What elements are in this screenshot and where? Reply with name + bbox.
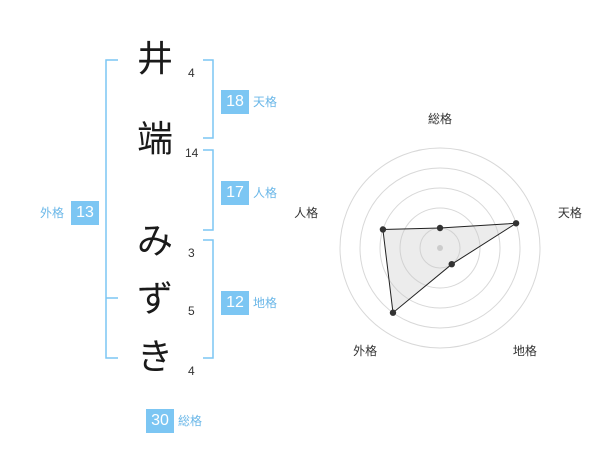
radar-point-4 xyxy=(389,309,397,316)
soukaku-badge: 30 xyxy=(146,409,174,433)
jinkaku-label: 人格 xyxy=(253,186,278,200)
tenkaku-badge: 18 xyxy=(221,90,249,114)
radar-ring-2 xyxy=(399,207,481,289)
gaikaku-badge: 13 xyxy=(71,201,99,225)
radar-rings xyxy=(339,147,541,349)
radar-axis-label-5: 人格 xyxy=(294,205,319,220)
radar-axis-label-4: 外格 xyxy=(353,344,378,359)
name-char-3: み xyxy=(136,221,173,262)
radar-axis-label-1: 総格 xyxy=(428,112,453,126)
stroke-count-2: 14 xyxy=(185,146,199,160)
name-char-4: ず xyxy=(136,279,173,320)
radar-axis-label-3: 地格 xyxy=(512,344,537,359)
jinkaku-bracket xyxy=(203,149,214,231)
radar-area xyxy=(382,222,517,314)
jinkaku-badge: 17 xyxy=(221,181,249,205)
chikaku-label: 地格 xyxy=(253,296,278,310)
soukaku-label: 総格 xyxy=(178,414,203,428)
radar-point-5 xyxy=(379,226,387,233)
stroke-count-1: 4 xyxy=(188,66,195,80)
gaikaku-label: 外格 xyxy=(40,206,65,220)
name-char-2: 端 xyxy=(136,119,173,160)
radar-point-3 xyxy=(448,260,455,268)
radar-point-2 xyxy=(512,220,520,227)
stroke-count-4: 5 xyxy=(188,304,195,318)
chikaku-bracket xyxy=(203,239,214,359)
radar-ring-4 xyxy=(359,167,521,329)
radar-axis-label-2: 天格 xyxy=(557,205,582,220)
radar-points xyxy=(379,220,520,316)
radar-ring-3 xyxy=(379,187,501,309)
chikaku-badge: 12 xyxy=(221,291,249,315)
radar-ring-5 xyxy=(339,147,541,349)
radar-center-dot xyxy=(437,245,443,251)
tenkaku-bracket xyxy=(203,59,214,139)
tenkaku-label: 天格 xyxy=(253,95,278,109)
name-char-5: き xyxy=(136,337,173,378)
stroke-count-5: 4 xyxy=(188,364,195,378)
stroke-count-3: 3 xyxy=(188,246,195,260)
radar-point-1 xyxy=(436,224,444,232)
name-char-1: 井 xyxy=(136,39,173,80)
gaikaku-bracket xyxy=(105,59,118,359)
